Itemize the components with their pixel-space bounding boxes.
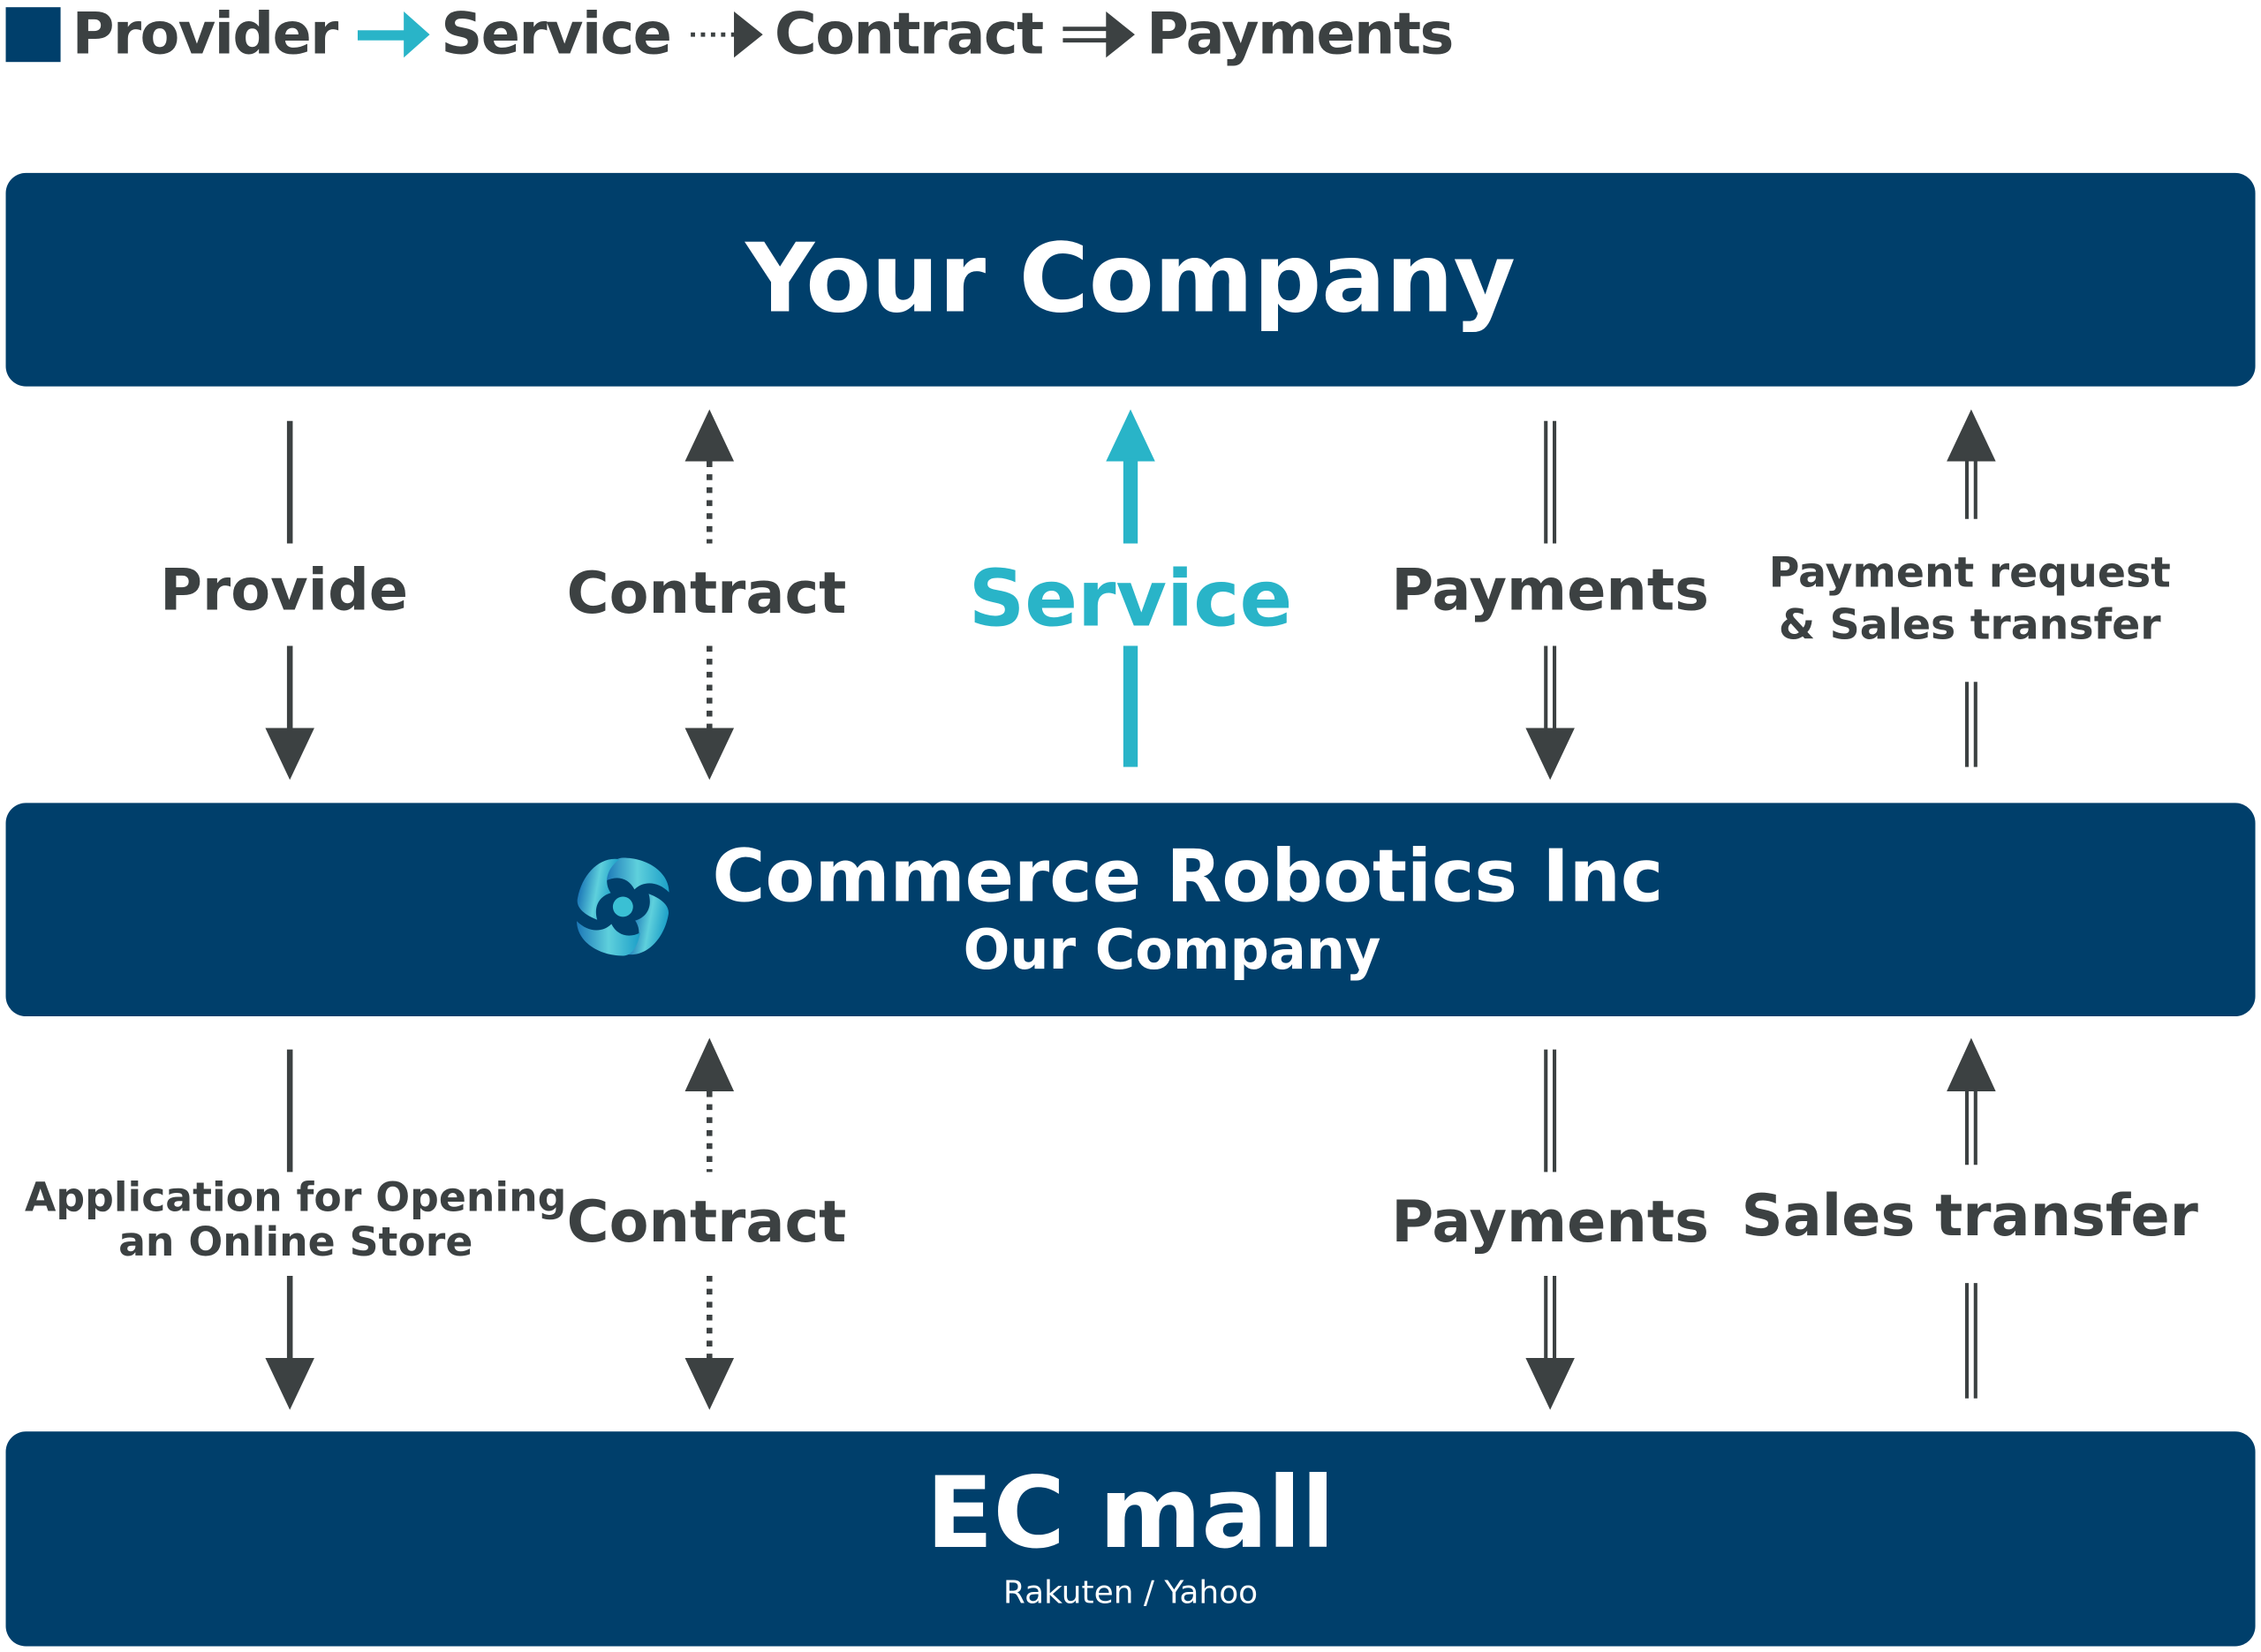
service-arrow	[1106, 409, 1155, 767]
service-arrow-icon	[357, 11, 430, 58]
provide-label: Provide	[160, 557, 409, 624]
application-line1: Application for Opening	[25, 1173, 567, 1221]
swirl-logo-icon	[577, 857, 669, 956]
lower-payments-arrow	[1525, 1049, 1575, 1410]
our-company-title: Commerce Robotics Inc	[712, 834, 1664, 919]
our-company-subtitle: Our Company	[963, 918, 1381, 982]
sales-transfer-label: Sales transfer	[1741, 1183, 2198, 1250]
provide-arrow	[265, 420, 314, 781]
our-company-box: Commerce Robotics Inc Our Company	[5, 803, 2256, 1017]
lower-contract-label: Contract	[566, 1188, 847, 1256]
legend-service: Service	[441, 1, 672, 68]
ec-mall-box: EC mall Rakuten / Yahoo	[5, 1431, 2256, 1647]
service-label: Service	[968, 553, 1293, 645]
ec-mall-subtitle: Rakuten / Yahoo	[1002, 1575, 1259, 1612]
upper-payments-label: Payments	[1391, 557, 1709, 624]
payment-request-arrow	[1947, 409, 1996, 767]
application-arrow	[265, 1049, 314, 1410]
legend-payments: Payments	[1146, 1, 1454, 68]
sales-transfer-arrow	[1947, 1037, 1996, 1399]
your-company-box: Your Company	[5, 172, 2256, 387]
provider-swatch	[5, 7, 61, 63]
lower-payments-label: Payments	[1391, 1188, 1709, 1256]
your-company-title: Your Company	[745, 223, 1516, 335]
lower-contract-arrow	[684, 1037, 735, 1410]
payments-arrow-icon	[1062, 11, 1136, 58]
payment-request-line1: Payment request	[1768, 547, 2171, 597]
payment-request-label: Payment request& Sales transfer	[1768, 547, 2171, 649]
legend-contract: Contract	[774, 1, 1044, 68]
legend: Provider Service Contract Payments	[5, 1, 1454, 68]
upper-contract-arrow	[684, 409, 735, 781]
upper-contract-label: Contract	[566, 561, 847, 628]
contract-arrow-icon	[691, 11, 763, 58]
upper-payments-arrow	[1525, 420, 1575, 781]
application-line2: an Online Store	[118, 1218, 473, 1266]
ec-mall-title: EC mall	[926, 1457, 1335, 1572]
legend-provider: Provider	[72, 1, 339, 68]
payment-request-line2: & Sales transfer	[1778, 600, 2161, 649]
